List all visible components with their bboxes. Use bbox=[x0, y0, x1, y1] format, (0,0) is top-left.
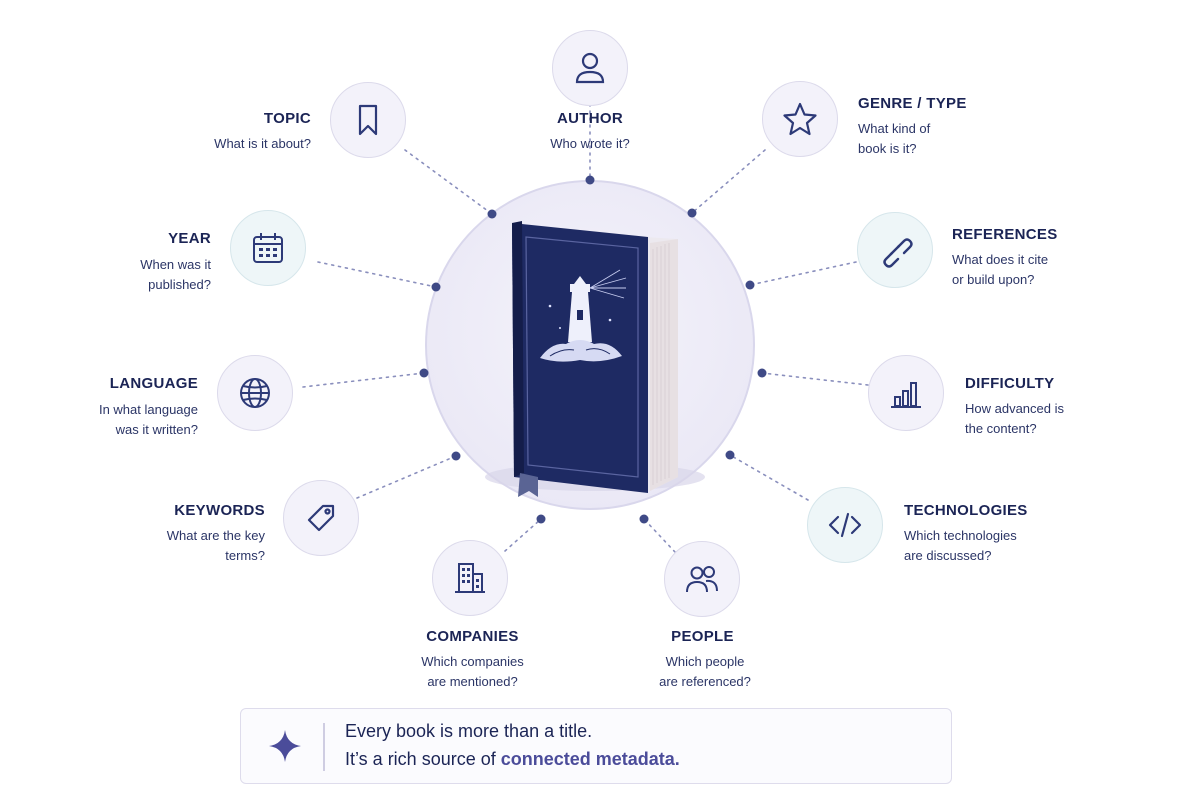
code-icon bbox=[828, 512, 862, 538]
connector-people bbox=[643, 518, 676, 553]
technologies-desc: Which technologies are discussed? bbox=[904, 528, 1017, 563]
author-desc: Who wrote it? bbox=[550, 136, 630, 151]
footer-line-2: It’s a rich source of connected metadata… bbox=[345, 749, 680, 770]
topic-desc: What is it about? bbox=[214, 136, 311, 151]
person-icon bbox=[575, 52, 605, 84]
references-node-icon-circle bbox=[857, 212, 933, 288]
people-desc: Which people are referenced? bbox=[659, 654, 751, 689]
connector-dot bbox=[687, 208, 697, 218]
star-icon bbox=[783, 102, 817, 136]
calendar-icon bbox=[253, 233, 283, 263]
author-title: AUTHOR bbox=[557, 110, 623, 127]
companies-desc: Which companies are mentioned? bbox=[421, 654, 524, 689]
keywords-title: KEYWORDS bbox=[174, 502, 265, 519]
references-title: REFERENCES bbox=[952, 226, 1058, 243]
globe-icon bbox=[240, 378, 270, 408]
connector-dot bbox=[585, 175, 595, 185]
difficulty-node-icon-circle bbox=[868, 355, 944, 431]
connector-dot bbox=[419, 368, 429, 378]
year-node-icon-circle bbox=[230, 210, 306, 286]
footer-line-2-text: It’s a rich source of bbox=[345, 749, 501, 769]
year-desc: When was it published? bbox=[140, 257, 211, 292]
connector-language bbox=[302, 372, 425, 388]
language-title: LANGUAGE bbox=[109, 375, 198, 392]
footer-divider bbox=[323, 723, 325, 771]
technologies-title: TECHNOLOGIES bbox=[904, 502, 1028, 519]
people-title: PEOPLE bbox=[671, 628, 734, 645]
topic-node-icon-circle bbox=[330, 82, 406, 158]
connector-dot bbox=[536, 514, 546, 524]
genre-desc: What kind of book is it? bbox=[858, 121, 931, 156]
difficulty-title: DIFFICULTY bbox=[965, 375, 1055, 392]
building-icon bbox=[455, 563, 485, 593]
connector-dot bbox=[757, 368, 767, 378]
connector-dot bbox=[745, 280, 755, 290]
connector-references bbox=[749, 261, 857, 286]
book-illustration bbox=[485, 221, 705, 497]
references-desc: What does it cite or build upon? bbox=[952, 252, 1049, 287]
connector-genre bbox=[691, 149, 766, 214]
language-desc: In what language was it written? bbox=[98, 402, 198, 437]
tag-icon bbox=[307, 504, 335, 532]
sparkle-icon bbox=[269, 730, 301, 762]
technologies-node-icon-circle bbox=[807, 487, 883, 563]
connector-dot bbox=[487, 209, 497, 219]
author-node-icon-circle bbox=[552, 30, 628, 106]
companies-title: COMPANIES bbox=[426, 628, 519, 645]
bar-chart-icon bbox=[891, 382, 921, 408]
people-node-icon-circle bbox=[664, 541, 740, 617]
genre-title: GENRE / TYPE bbox=[858, 95, 967, 112]
people-icon bbox=[686, 566, 718, 593]
connector-dot bbox=[431, 282, 441, 292]
genre-node-icon-circle bbox=[762, 81, 838, 157]
year-title: YEAR bbox=[168, 230, 211, 247]
footer-highlight: connected metadata. bbox=[500, 749, 680, 769]
connector-dot bbox=[725, 450, 735, 460]
connector-dot bbox=[639, 514, 649, 524]
footer-callout: Every book is more than a title. It’s a … bbox=[240, 708, 952, 784]
connector-year bbox=[317, 261, 437, 288]
keywords-desc: What are the key terms? bbox=[166, 528, 265, 563]
companies-node-icon-circle bbox=[432, 540, 508, 616]
difficulty-desc: How advanced is the content? bbox=[965, 401, 1064, 436]
connector-companies bbox=[504, 518, 542, 552]
bookmark-icon bbox=[358, 104, 378, 136]
connector-technologies bbox=[729, 454, 809, 501]
keywords-node-icon-circle bbox=[283, 480, 359, 556]
connector-dot bbox=[451, 451, 461, 461]
language-node-icon-circle bbox=[217, 355, 293, 431]
footer-line-1: Every book is more than a title. bbox=[345, 721, 593, 741]
topic-title: TOPIC bbox=[263, 110, 311, 127]
link-icon bbox=[883, 238, 913, 268]
